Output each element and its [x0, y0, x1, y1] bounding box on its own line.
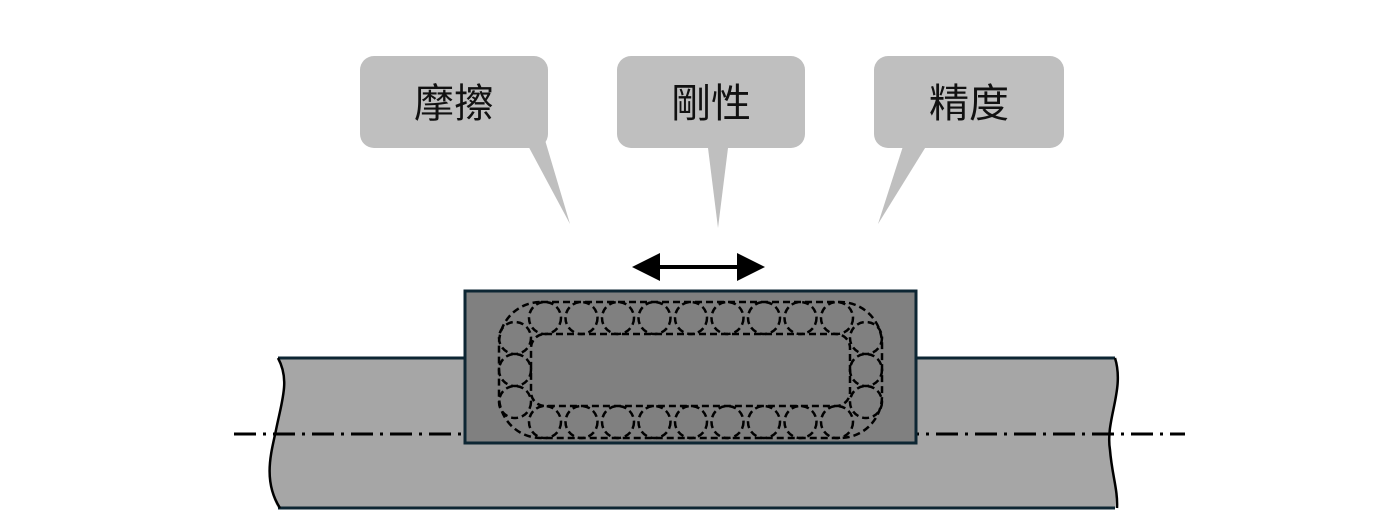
callout-rigidity: 剛性 [617, 56, 805, 228]
ball [600, 300, 636, 336]
slider-block [463, 289, 918, 445]
ball [783, 300, 818, 336]
ball [673, 300, 709, 336]
ball [746, 404, 782, 440]
ball [819, 404, 855, 440]
ball [497, 352, 533, 388]
ball [527, 404, 563, 440]
callout-label: 剛性 [671, 81, 751, 127]
right-break-line [1107, 357, 1120, 509]
ball [637, 300, 672, 336]
ball [848, 352, 884, 388]
ball [600, 404, 636, 440]
ball [746, 300, 782, 336]
ball [848, 384, 884, 420]
ball [848, 320, 884, 356]
recirculating-balls [497, 300, 884, 440]
ball [497, 320, 533, 356]
ball [710, 300, 745, 336]
ball [564, 300, 599, 336]
ball [564, 404, 599, 440]
ball [497, 384, 533, 420]
bidirectional-arrow-icon [632, 253, 765, 281]
ball [637, 404, 672, 440]
ball [673, 404, 709, 440]
left-break-line [268, 357, 286, 509]
callout-label: 精度 [929, 81, 1009, 127]
ball [527, 300, 563, 336]
callout-accuracy: 精度 [874, 56, 1064, 224]
ball [783, 404, 818, 440]
ball [710, 404, 745, 440]
ball [819, 300, 855, 336]
callout-friction: 摩擦 [360, 56, 570, 224]
callout-label: 摩擦 [414, 81, 494, 127]
